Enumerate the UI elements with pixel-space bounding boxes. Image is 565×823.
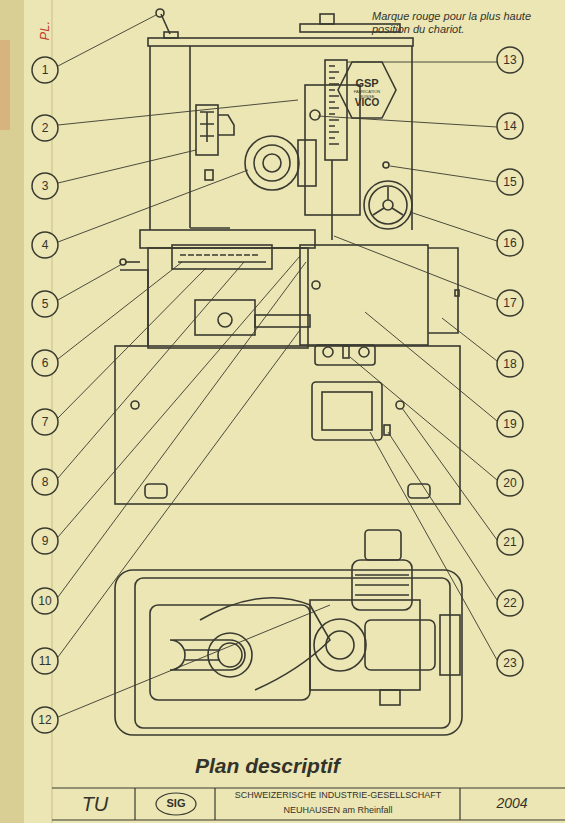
binding-margin — [0, 0, 24, 823]
callout-number: 21 — [497, 534, 523, 550]
callout-number: 19 — [497, 416, 523, 432]
callout-circles — [32, 47, 523, 733]
title-block-cell: 2004 — [462, 795, 562, 811]
handwritten-note: PL. — [38, 6, 53, 40]
title-block-cell: SCHWEIZERISCHE INDUSTRIE-GESELLSCHAFT — [218, 790, 458, 800]
title-block-cell: TU — [60, 793, 130, 816]
callout-number: 15 — [497, 174, 523, 190]
callout-number: 13 — [497, 52, 523, 68]
callout-number: 2 — [32, 120, 58, 136]
stain — [0, 40, 10, 130]
callout-number: 7 — [32, 414, 58, 430]
callout-number: 1 — [32, 62, 58, 78]
drawing-title: Plan descriptif — [195, 754, 375, 778]
plan-view — [115, 530, 462, 735]
callout-number: 4 — [32, 237, 58, 253]
callout-number: 9 — [32, 533, 58, 549]
callout-number: 6 — [32, 355, 58, 371]
title-block-cell: NEUHAUSEN am Rheinfall — [218, 805, 458, 815]
callout-number: 11 — [32, 653, 58, 669]
callout-number: 17 — [497, 295, 523, 311]
callout-number: 12 — [32, 712, 58, 728]
callout-number: 22 — [497, 595, 523, 611]
callout-number: 18 — [497, 356, 523, 372]
front-view — [115, 9, 460, 504]
callout-number: 23 — [497, 655, 523, 671]
note: Marque rouge pour la plus haute position… — [372, 10, 560, 35]
callout-number: 10 — [32, 593, 58, 609]
title-block — [52, 788, 565, 820]
callout-number: 20 — [497, 475, 523, 491]
callout-number: 3 — [32, 178, 58, 194]
callout-number: 14 — [497, 118, 523, 134]
callout-number: 8 — [32, 474, 58, 490]
brand-badge: VICO — [349, 97, 385, 109]
callout-number: 16 — [497, 235, 523, 251]
leader-lines — [58, 15, 497, 717]
callout-number: 5 — [32, 296, 58, 312]
company-logo: SIG — [159, 797, 193, 810]
brand-badge: GSP — [349, 77, 385, 90]
